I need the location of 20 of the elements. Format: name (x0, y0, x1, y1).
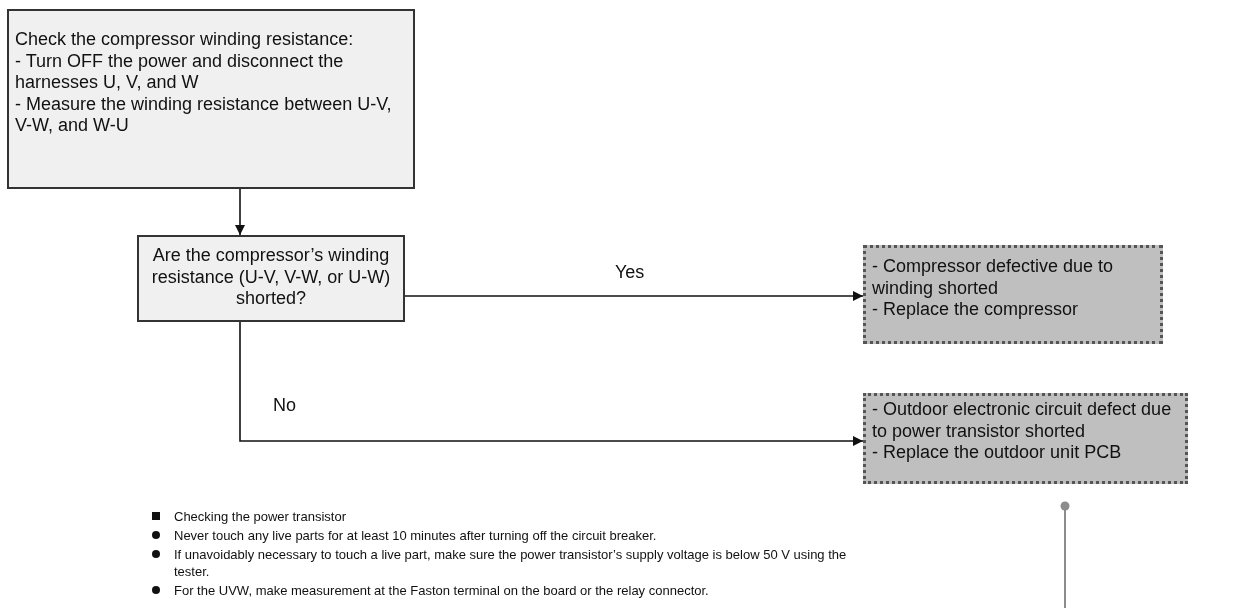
node-text: - Measure the winding resistance between U-V, V-W, and W-U (15, 93, 393, 137)
node-text: - Compressor defective due to winding shorted (872, 256, 1115, 299)
note-text: Never touch any live parts for at least 10 minutes after turning off the circuit breaker. (174, 528, 657, 543)
result-box (863, 245, 1163, 344)
node-text: Are the compressor’s winding resistance (U-V, V-W, or U-W) shorted? (150, 245, 392, 310)
note-text: For the UVW, make measurement at the Faston terminal on the board or the relay connector. (174, 583, 709, 598)
process-box (7, 9, 415, 189)
node-text: - Replace the outdoor unit PCB (872, 442, 1123, 464)
result-box (863, 393, 1188, 484)
note-text: Checking the power transistor (174, 509, 346, 524)
note-text: If unavoidably necessary to touch a live part, make sure the power transistor’s supply voltage is below 50 V using the tester. (174, 547, 847, 579)
arrow (404, 291, 864, 301)
node-text: - Outdoor electronic circuit defect due to power transistor shorted (872, 399, 1173, 442)
arrow (235, 188, 245, 236)
node-text: - Turn OFF the power and disconnect the harnesses U, V, and W (15, 50, 345, 94)
decision-box (137, 235, 405, 322)
node-text: - Replace the compressor (872, 299, 1080, 321)
arrow (239, 321, 864, 446)
connector-line (1060, 501, 1070, 608)
node-text: Check the compressor winding resistance: (15, 29, 355, 51)
